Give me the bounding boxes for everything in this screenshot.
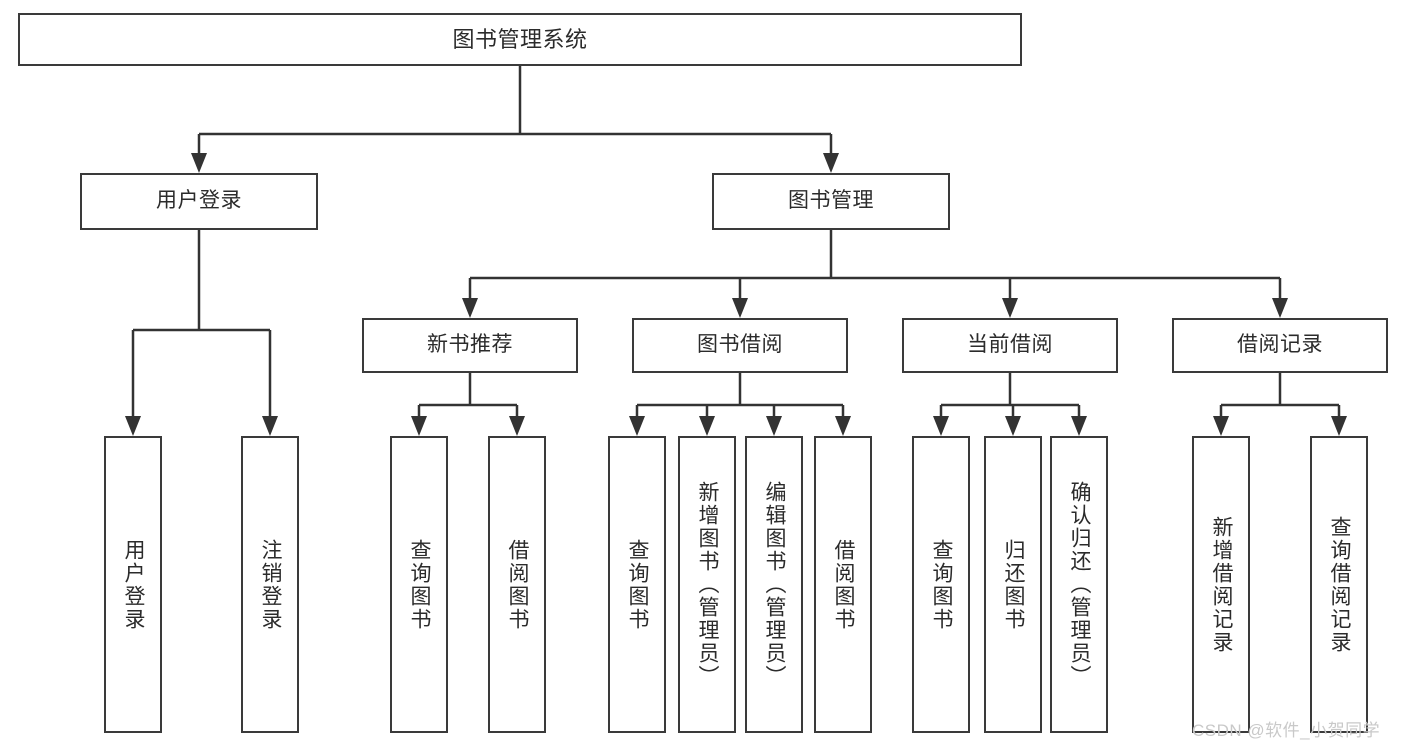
- arrow-head-book-borrow-to-leaves: [629, 416, 645, 436]
- node-leaf-query-book-3[interactable]: 查询图书: [912, 436, 970, 733]
- node-leaf-edit-book[interactable]: 编辑图书（管理员）: [745, 436, 803, 733]
- node-leaf-query-book-1[interactable]: 查询图书: [390, 436, 448, 733]
- node-book-manage[interactable]: 图书管理: [712, 173, 950, 230]
- arrow-head-book-borrow-to-leaves: [766, 416, 782, 436]
- node-label: 查询借阅记录: [1328, 515, 1352, 654]
- arrow-head-current-borrow-to-leaves: [1005, 416, 1021, 436]
- node-current-borrow[interactable]: 当前借阅: [902, 318, 1118, 373]
- node-label: 新书推荐: [427, 333, 513, 357]
- node-leaf-borrow-book-2[interactable]: 借阅图书: [814, 436, 872, 733]
- node-label: 借阅图书: [506, 538, 530, 631]
- node-label: 图书管理: [788, 189, 874, 213]
- arrow-head-book-manage-to-level2: [462, 298, 478, 318]
- arrow-head-root-to-level1: [191, 153, 207, 173]
- node-label: 图书管理系统: [452, 26, 588, 52]
- node-leaf-confirm-return[interactable]: 确认归还（管理员）: [1050, 436, 1108, 733]
- node-leaf-add-record[interactable]: 新增借阅记录: [1192, 436, 1250, 733]
- node-leaf-return-book[interactable]: 归还图书: [984, 436, 1042, 733]
- node-label: 确认归还（管理员）: [1068, 481, 1092, 688]
- node-user-login[interactable]: 用户登录: [80, 173, 318, 230]
- node-book-borrow[interactable]: 图书借阅: [632, 318, 848, 373]
- node-label: 编辑图书（管理员）: [763, 481, 787, 688]
- arrow-head-borrow-record-to-leaves: [1213, 416, 1229, 436]
- arrow-head-user-login-to-leaves: [125, 416, 141, 436]
- node-label: 图书借阅: [697, 333, 783, 357]
- node-label: 借阅图书: [832, 538, 856, 631]
- arrow-head-user-login-to-leaves: [262, 416, 278, 436]
- arrow-head-current-borrow-to-leaves: [933, 416, 949, 436]
- node-leaf-logout[interactable]: 注销登录: [241, 436, 299, 733]
- node-leaf-user-login[interactable]: 用户登录: [104, 436, 162, 733]
- node-label: 用户登录: [122, 538, 146, 631]
- arrow-head-root-to-level1: [823, 153, 839, 173]
- node-label: 查询图书: [408, 538, 432, 631]
- node-label: 用户登录: [156, 189, 242, 213]
- node-label: 归还图书: [1002, 538, 1026, 631]
- arrow-head-book-borrow-to-leaves: [835, 416, 851, 436]
- arrow-head-new-book-rec-to-leaves: [509, 416, 525, 436]
- node-label: 新增借阅记录: [1210, 515, 1234, 654]
- node-label: 借阅记录: [1237, 333, 1323, 357]
- watermark-text: CSDN @软件_小贺同学: [1192, 721, 1381, 740]
- arrow-head-borrow-record-to-leaves: [1331, 416, 1347, 436]
- node-label: 当前借阅: [967, 333, 1053, 357]
- arrow-head-book-borrow-to-leaves: [699, 416, 715, 436]
- node-label: 新增图书（管理员）: [696, 481, 720, 688]
- arrow-head-book-manage-to-level2: [1272, 298, 1288, 318]
- node-label: 注销登录: [259, 538, 283, 631]
- node-leaf-borrow-book-1[interactable]: 借阅图书: [488, 436, 546, 733]
- node-root[interactable]: 图书管理系统: [18, 13, 1022, 66]
- arrow-head-new-book-rec-to-leaves: [411, 416, 427, 436]
- node-label: 查询图书: [930, 538, 954, 631]
- arrow-head-book-manage-to-level2: [732, 298, 748, 318]
- node-borrow-record[interactable]: 借阅记录: [1172, 318, 1388, 373]
- node-new-book-rec[interactable]: 新书推荐: [362, 318, 578, 373]
- node-leaf-add-book[interactable]: 新增图书（管理员）: [678, 436, 736, 733]
- node-label: 查询图书: [626, 538, 650, 631]
- node-leaf-query-record[interactable]: 查询借阅记录: [1310, 436, 1368, 733]
- arrow-head-book-manage-to-level2: [1002, 298, 1018, 318]
- node-leaf-query-book-2[interactable]: 查询图书: [608, 436, 666, 733]
- arrow-head-current-borrow-to-leaves: [1071, 416, 1087, 436]
